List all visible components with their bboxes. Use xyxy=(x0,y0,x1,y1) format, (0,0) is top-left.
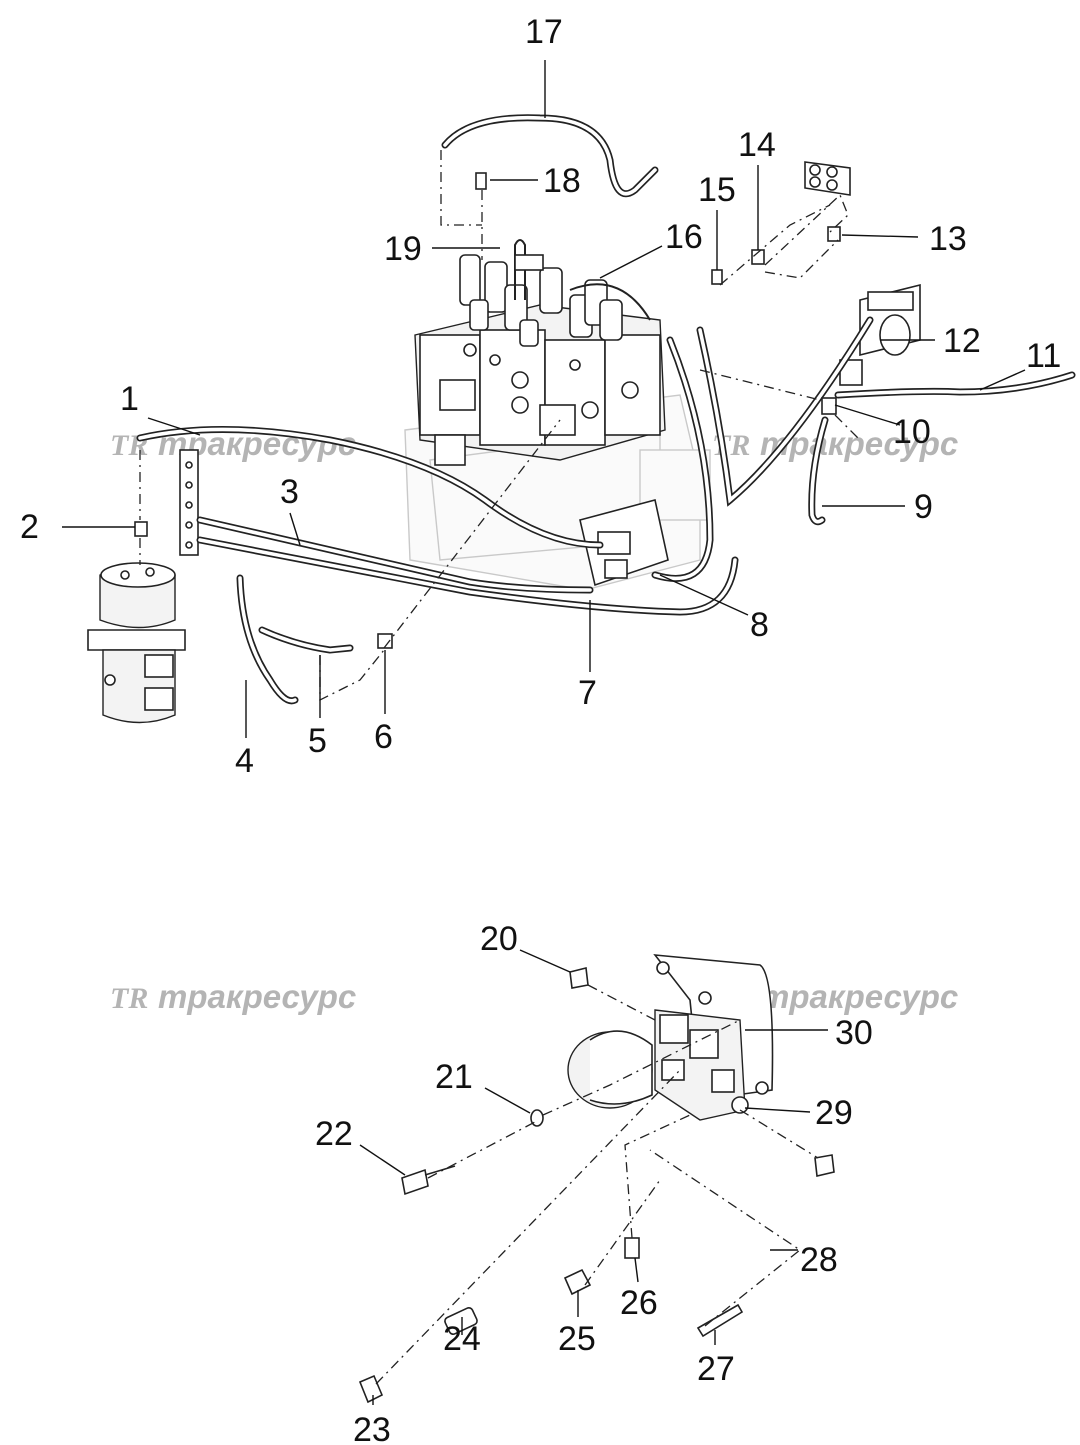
callout-1: 1 xyxy=(120,380,201,436)
callout-16: 16 xyxy=(599,218,703,279)
callout-26: 26 xyxy=(620,1257,658,1322)
svg-text:11: 11 xyxy=(1026,337,1061,375)
svg-text:27: 27 xyxy=(697,1350,735,1388)
accumulator-assembly xyxy=(567,954,774,1121)
svg-text:19: 19 xyxy=(384,230,422,268)
fitting-18 xyxy=(475,172,487,190)
svg-text:28: 28 xyxy=(800,1241,838,1279)
svg-text:26: 26 xyxy=(620,1284,658,1322)
svg-text:12: 12 xyxy=(943,322,981,360)
svg-text:17: 17 xyxy=(525,13,563,51)
fitting-15 xyxy=(711,269,723,285)
callout-24: 24 xyxy=(443,1317,481,1358)
callout-6: 6 xyxy=(374,650,393,756)
callout-22: 22 xyxy=(315,1115,406,1176)
elbow-23 xyxy=(358,1374,384,1404)
elbow-25 xyxy=(563,1268,592,1296)
adapter-24 xyxy=(444,1307,478,1335)
port-block xyxy=(804,161,851,196)
control-valve-block xyxy=(414,239,666,466)
fitting-6 xyxy=(377,633,393,649)
callout-28: 28 xyxy=(770,1241,838,1279)
svg-text:25: 25 xyxy=(558,1320,596,1358)
callout-8: 8 xyxy=(659,574,769,644)
svg-text:16: 16 xyxy=(665,218,703,256)
swivel-joint xyxy=(87,562,186,724)
assembly-lines-bottom xyxy=(375,984,819,1385)
callout-30: 30 xyxy=(745,1014,873,1052)
svg-text:29: 29 xyxy=(815,1094,853,1132)
callout-2: 2 xyxy=(20,508,135,546)
callout-3: 3 xyxy=(280,473,301,546)
svg-text:6: 6 xyxy=(374,718,393,756)
callout-19: 19 xyxy=(384,230,500,268)
callout-14: 14 xyxy=(738,126,776,250)
watermark-logo: TR xyxy=(110,982,148,1015)
callout-25: 25 xyxy=(558,1290,596,1358)
callouts: 1 2 3 4 5 6 7 8 xyxy=(20,13,1061,1445)
bolt-22-head xyxy=(401,1168,429,1196)
svg-text:22: 22 xyxy=(315,1115,353,1153)
svg-text:21: 21 xyxy=(435,1058,473,1096)
hose-lines-top xyxy=(136,114,1076,705)
fitting-13 xyxy=(827,226,841,242)
svg-text:23: 23 xyxy=(353,1411,391,1445)
watermark-brand: тракресурс xyxy=(158,978,356,1015)
svg-text:10: 10 xyxy=(893,413,931,451)
svg-text:14: 14 xyxy=(738,126,776,164)
shuttle-valve-unit xyxy=(839,283,921,386)
callout-29: 29 xyxy=(744,1094,853,1132)
callout-23: 23 xyxy=(353,1395,391,1445)
svg-text:2: 2 xyxy=(20,508,39,546)
callout-5: 5 xyxy=(308,655,327,760)
fitting-10 xyxy=(821,397,837,415)
watermark-bottom-left: TR тракресурс xyxy=(110,978,356,1015)
callout-12: 12 xyxy=(880,322,981,360)
bolt-22-shank xyxy=(424,1165,456,1176)
callout-10: 10 xyxy=(834,404,931,451)
callout-4: 4 xyxy=(235,680,254,780)
svg-text:7: 7 xyxy=(578,674,597,712)
plug-29 xyxy=(814,1154,835,1177)
callout-13: 13 xyxy=(841,220,967,258)
watermark-brand: тракресурс xyxy=(760,978,958,1015)
assembly-lines-top xyxy=(139,150,861,702)
callout-21: 21 xyxy=(435,1058,531,1114)
callout-27: 27 xyxy=(697,1330,735,1388)
svg-text:1: 1 xyxy=(120,380,139,418)
callout-11: 11 xyxy=(979,337,1061,391)
svg-text:4: 4 xyxy=(235,742,254,780)
svg-text:13: 13 xyxy=(929,220,967,258)
callout-20: 20 xyxy=(480,920,571,973)
callout-7: 7 xyxy=(578,600,597,712)
callout-17: 17 xyxy=(525,13,563,118)
callout-15: 15 xyxy=(698,171,736,270)
svg-text:18: 18 xyxy=(543,162,581,200)
fitting-26 xyxy=(624,1237,640,1259)
svg-text:8: 8 xyxy=(750,606,769,644)
fittings-top xyxy=(134,172,841,649)
bolt-27 xyxy=(696,1303,744,1338)
svg-text:20: 20 xyxy=(480,920,518,958)
plug-20 xyxy=(569,967,589,989)
svg-text:15: 15 xyxy=(698,171,736,209)
fitting-2 xyxy=(134,521,148,537)
callout-18: 18 xyxy=(490,162,581,200)
pipe-bracket xyxy=(179,449,199,556)
svg-text:3: 3 xyxy=(280,473,299,511)
svg-text:5: 5 xyxy=(308,722,327,760)
svg-text:9: 9 xyxy=(914,488,933,526)
svg-text:30: 30 xyxy=(835,1014,873,1052)
callout-9: 9 xyxy=(822,488,933,526)
